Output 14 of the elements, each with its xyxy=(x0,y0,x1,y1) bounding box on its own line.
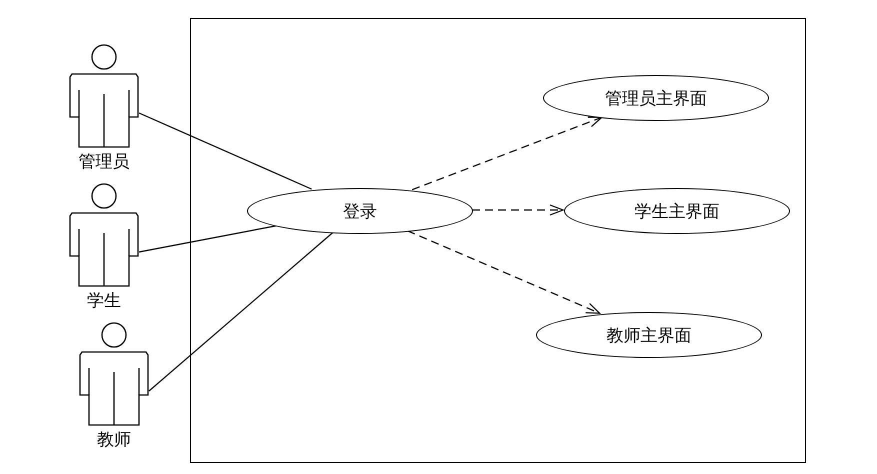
dependency-arrow xyxy=(407,230,600,314)
association-line xyxy=(138,225,277,253)
use-case-ellipse: 登录 xyxy=(247,188,473,234)
association-line xyxy=(138,112,312,190)
dependency-arrow xyxy=(472,204,564,216)
association-line xyxy=(148,232,334,392)
actor-label: 管理员 xyxy=(78,151,130,173)
system-boundary xyxy=(190,18,806,463)
use-case-ellipse: 学生主界面 xyxy=(564,188,790,234)
actor-label: 学生 xyxy=(86,290,122,312)
use-case-ellipse: 管理员主界面 xyxy=(543,75,769,121)
actor-label: 教师 xyxy=(96,429,132,451)
dependency-arrow xyxy=(412,116,602,190)
use-case-ellipse: 教师主界面 xyxy=(536,312,762,358)
